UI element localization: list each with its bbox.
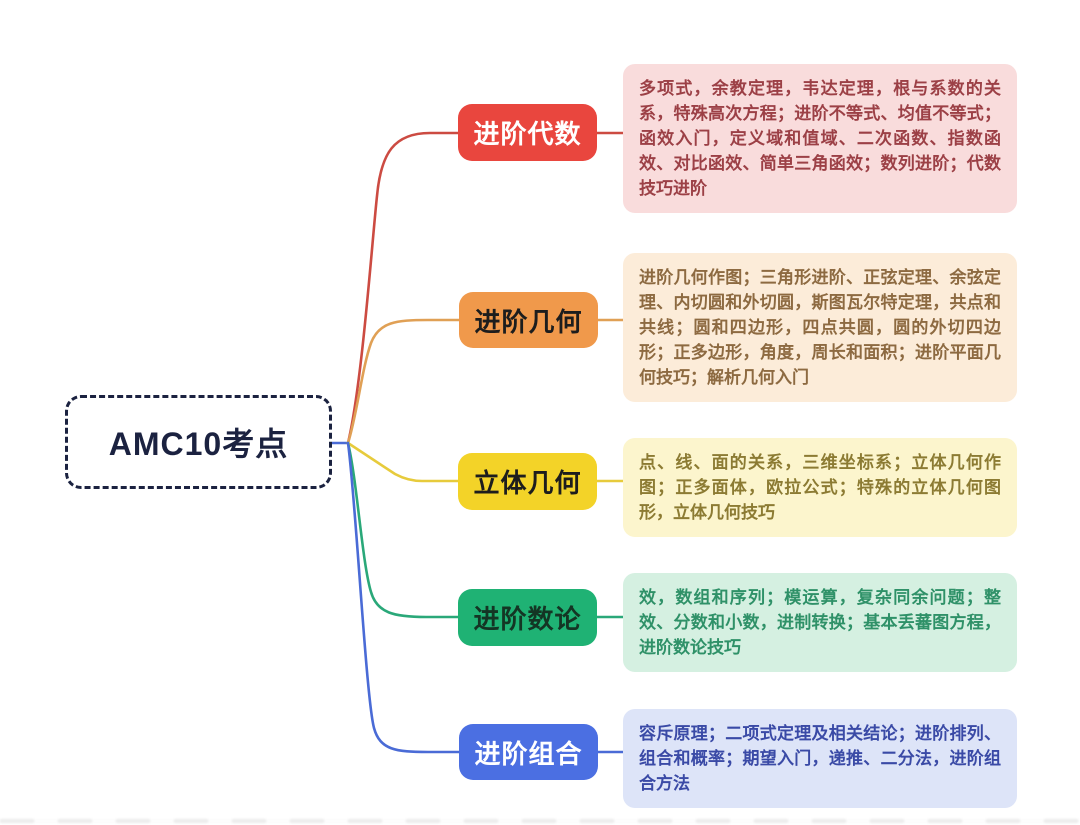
branch-line-advanced-combinatorics: [346, 441, 462, 754]
screenshot-bottom-edge-artifact: [0, 819, 1080, 823]
content-node-advanced-geometry[interactable]: 进阶几何作图；三角形进阶、正弦定理、余弦定理、内切圆和外切圆，斯图瓦尔特定理，共…: [623, 253, 1017, 402]
branch-node-solid-geometry[interactable]: 立体几何: [458, 453, 597, 510]
root-node-label: AMC10考点: [108, 426, 289, 462]
content-text: 点、线、面的关系，三维坐标系；立体几何作图；正多面体，欧拉公式；特殊的立体几何图…: [639, 453, 1001, 522]
branch-node-label: 进阶几何: [474, 306, 583, 337]
branch-node-advanced-algebra[interactable]: 进阶代数: [458, 104, 597, 161]
content-node-solid-geometry[interactable]: 点、线、面的关系，三维坐标系；立体几何作图；正多面体，欧拉公式；特殊的立体几何图…: [623, 438, 1017, 537]
branch-node-advanced-geometry[interactable]: 进阶几何: [459, 292, 598, 348]
root-node[interactable]: AMC10考点: [65, 395, 332, 489]
branch-node-advanced-number-theory[interactable]: 进阶数论: [458, 589, 597, 646]
content-node-advanced-combinatorics[interactable]: 容斥原理；二项式定理及相关结论；进阶排列、组合和概率；期望入门，递推、二分法，进…: [623, 709, 1017, 808]
branch-node-label: 进阶代数: [473, 119, 582, 149]
content-text: 多项式，余教定理，韦达定理，根与系数的关系，特殊高次方程；进阶不等式、均值不等式…: [639, 79, 1001, 198]
content-text: 效，数组和序列；模运算，复杂同余问题；整效、分数和小数，进制转换；基本丢蕃图方程…: [639, 588, 1001, 657]
branch-line-advanced-geometry: [346, 318, 462, 445]
branch-line-solid-geometry: [346, 441, 461, 483]
content-node-advanced-number-theory[interactable]: 效，数组和序列；模运算，复杂同余问题；整效、分数和小数，进制转换；基本丢蕃图方程…: [623, 573, 1017, 672]
content-text: 进阶几何作图；三角形进阶、正弦定理、余弦定理、内切圆和外切圆，斯图瓦尔特定理，共…: [639, 268, 1001, 387]
branch-line-advanced-algebra: [346, 131, 461, 445]
content-node-advanced-algebra[interactable]: 多项式，余教定理，韦达定理，根与系数的关系，特殊高次方程；进阶不等式、均值不等式…: [623, 64, 1017, 213]
content-text: 容斥原理；二项式定理及相关结论；进阶排列、组合和概率；期望入门，递推、二分法，进…: [639, 724, 1001, 793]
branch-node-label: 立体几何: [473, 468, 582, 498]
branch-line-advanced-number-theory: [346, 441, 461, 619]
branch-node-advanced-combinatorics[interactable]: 进阶组合: [459, 724, 598, 780]
branch-node-label: 进阶组合: [474, 738, 583, 769]
branch-node-label: 进阶数论: [473, 604, 582, 634]
